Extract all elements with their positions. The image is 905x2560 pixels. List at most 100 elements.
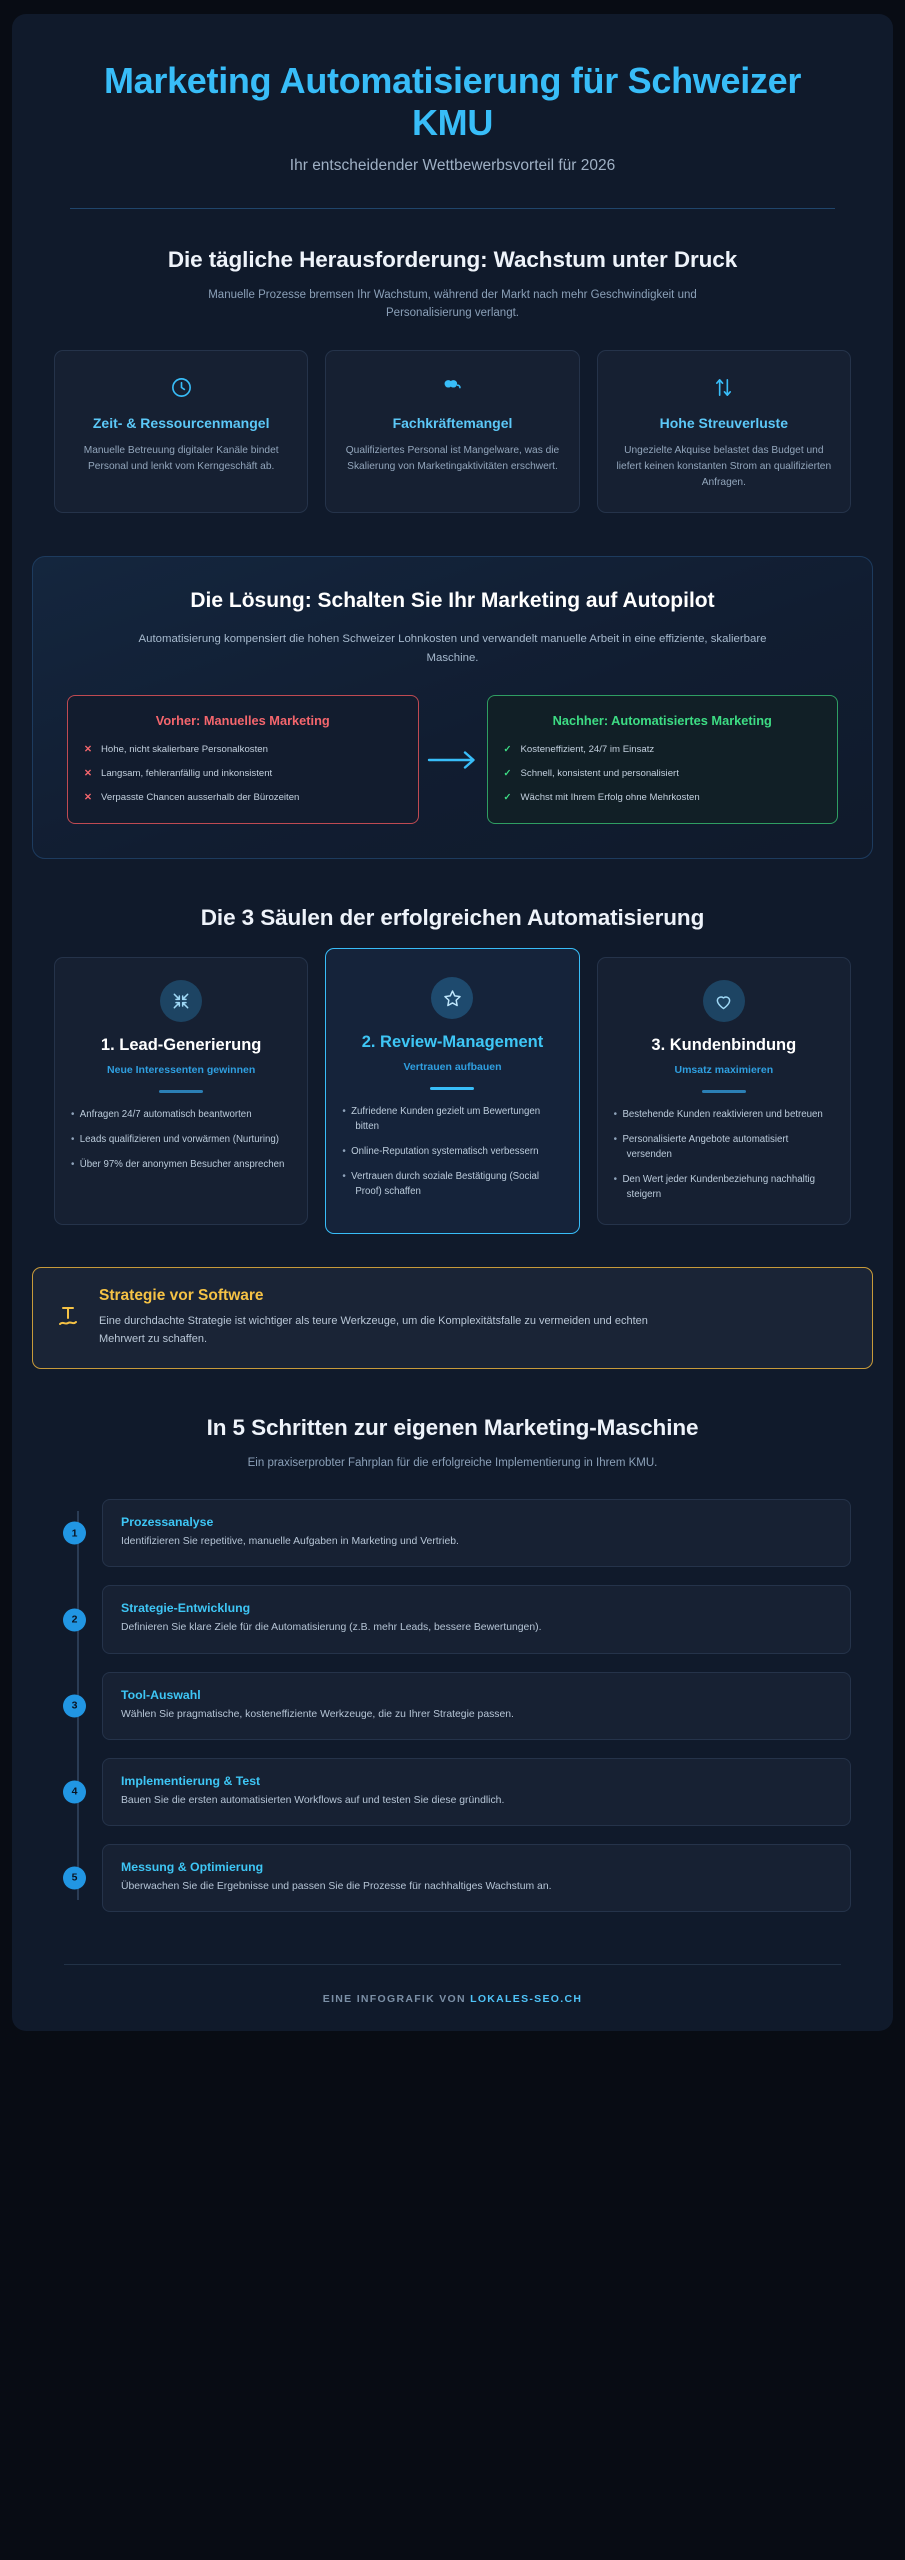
list-item: ✕ Hohe, nicht skalierbare Personalkosten xyxy=(84,743,402,758)
step-item: 5 Messung & Optimierung Überwachen Sie d… xyxy=(63,1843,851,1912)
list-item-label: Über 97% der anonymen Besucher anspreche… xyxy=(79,1159,285,1171)
steps-header: In 5 Schritten zur eigenen Marketing-Mas… xyxy=(12,1415,893,1473)
callout-text: Eine durchdachte Strategie ist wichtiger… xyxy=(99,1315,648,1346)
step-item: 2 Strategie-Entwicklung Definieren Sie k… xyxy=(63,1585,851,1654)
list-item: • Bestehende Kunden reaktivieren und bet… xyxy=(614,1107,834,1122)
step-title: Prozessanalyse xyxy=(121,1515,214,1530)
list-item-label: Zufriedene Kunden gezielt um Bewertungen… xyxy=(351,1105,541,1132)
step-text: Bauen Sie die ersten automatisierten Wor… xyxy=(121,1794,505,1806)
check-icon: ✓ xyxy=(503,791,512,803)
pillar-bullet-list: • Anfragen 24/7 automatisch beantworten … xyxy=(71,1107,291,1172)
bullet-dot-icon: • xyxy=(71,1133,80,1145)
bullet-dot-icon: • xyxy=(342,1105,352,1117)
pillars-heading: Die 3 Säulen der erfolgreichen Automatis… xyxy=(200,905,705,931)
challenge-card-text: Qualifiziertes Personal ist Mangelware, … xyxy=(345,444,560,472)
arrow-right-icon xyxy=(419,749,487,771)
cross-icon: ✕ xyxy=(84,743,92,755)
list-item: ✓ Schnell, konsistent und personalisiert xyxy=(504,767,822,782)
solution-heading: Die Lösung: Schalten Sie Ihr Marketing a… xyxy=(190,588,715,612)
callout-title: Strategie vor Software xyxy=(99,1287,264,1305)
list-item: • Den Wert jeder Kundenbeziehung nachhal… xyxy=(614,1172,834,1202)
list-item-label: Vertrauen durch soziale Bestätigung (Soc… xyxy=(351,1171,540,1198)
list-item: • Zufriedene Kunden gezielt um Bewertung… xyxy=(342,1104,562,1134)
pillar-tagline: Vertrauen aufbauen xyxy=(403,1061,502,1074)
pillars-header: Die 3 Säulen der erfolgreichen Automatis… xyxy=(54,905,851,931)
list-item: ✓ Kosteneffizient, 24/7 im Einsatz xyxy=(504,743,822,758)
bullet-dot-icon: • xyxy=(342,1171,352,1183)
steps-section: In 5 Schritten zur eigenen Marketing-Mas… xyxy=(12,1415,893,1912)
before-after-comparison: Vorher: Manuelles Marketing ✕ Hohe, nich… xyxy=(67,694,838,825)
list-item-label: Leads qualifizieren und vorwärmen (Nurtu… xyxy=(79,1133,280,1145)
step-text: Wählen Sie pragmatische, kosteneffizient… xyxy=(121,1708,514,1720)
steps-intro: Ein praxiserprobter Fahrplan für die erf… xyxy=(247,1457,658,1470)
heart-icon xyxy=(702,980,745,1023)
list-item-label: Kosteneffizient, 24/7 im Einsatz xyxy=(520,743,655,755)
step-title: Messung & Optimierung xyxy=(121,1859,264,1874)
list-item-label: Online-Reputation systematisch verbesser… xyxy=(351,1146,539,1158)
step-text: Definieren Sie klare Ziele für die Autom… xyxy=(121,1622,542,1634)
step-number-badge: 1 xyxy=(63,1521,86,1545)
step-item: 3 Tool-Auswahl Wählen Sie pragmatische, … xyxy=(63,1671,851,1740)
hero-section: Marketing Automatisierung für Schweizer … xyxy=(12,14,893,209)
challenge-card-grid: Zeit- & Ressourcenmangel Manuelle Betreu… xyxy=(54,350,851,513)
list-item-label: Hohe, nicht skalierbare Personalkosten xyxy=(101,743,268,755)
list-item: • Anfragen 24/7 automatisch beantworten xyxy=(71,1107,291,1122)
challenge-card-title: Zeit- & Ressourcenmangel xyxy=(92,415,270,432)
pillar-card-review-management: 2. Review-Management Vertrauen aufbauen … xyxy=(325,948,580,1235)
bullet-dot-icon: • xyxy=(613,1174,623,1186)
challenge-card-text: Ungezielte Akquise belastet das Budget u… xyxy=(616,444,832,489)
pillar-card-lead-generierung: 1. Lead-Generierung Neue Interessenten g… xyxy=(54,957,309,1226)
solution-section: Die Lösung: Schalten Sie Ihr Marketing a… xyxy=(32,555,873,860)
magnet-arrows-icon xyxy=(160,980,203,1023)
challenge-intro: Manuelle Prozesse bremsen Ihr Wachstum, … xyxy=(208,288,697,320)
before-list: ✕ Hohe, nicht skalierbare Personalkosten… xyxy=(84,743,402,806)
infographic-sheet: Marketing Automatisierung für Schweizer … xyxy=(12,14,893,2031)
arrows-up-down-icon xyxy=(613,372,835,402)
footer-divider xyxy=(64,1963,841,1965)
clock-icon xyxy=(70,372,292,402)
bullet-dot-icon: • xyxy=(613,1133,623,1145)
users-icon xyxy=(341,372,563,402)
page-subtitle: Ihr entscheidender Wettbewerbsvorteil fü… xyxy=(289,156,616,174)
pillars-section: Die 3 Säulen der erfolgreichen Automatis… xyxy=(12,905,893,1235)
pillar-bullet-list: • Bestehende Kunden reaktivieren und bet… xyxy=(614,1107,834,1202)
step-number-badge: 5 xyxy=(63,1866,86,1890)
pillar-divider xyxy=(701,1090,746,1093)
pillar-title: 3. Kundenbindung xyxy=(651,1036,797,1055)
footer-brand-link[interactable]: LOKALES-SEO.CH xyxy=(470,1992,583,2005)
challenge-card: Zeit- & Ressourcenmangel Manuelle Betreu… xyxy=(54,350,309,513)
bullet-dot-icon: • xyxy=(342,1146,352,1158)
pillar-divider xyxy=(159,1090,204,1093)
pillar-tagline: Umsatz maximieren xyxy=(674,1064,774,1077)
bullet-dot-icon: • xyxy=(613,1108,623,1120)
hero-divider xyxy=(70,207,835,209)
pillar-bullet-list: • Zufriedene Kunden gezielt um Bewertung… xyxy=(342,1104,562,1199)
list-item-label: Bestehende Kunden reaktivieren und betre… xyxy=(622,1108,823,1120)
pillar-tagline: Neue Interessenten gewinnen xyxy=(107,1064,256,1077)
list-item: • Personalisierte Angebote automatisiert… xyxy=(614,1132,834,1162)
step-number-badge: 4 xyxy=(63,1780,86,1804)
list-item-label: Schnell, konsistent und personalisiert xyxy=(520,767,679,779)
list-item-label: Den Wert jeder Kundenbeziehung nachhalti… xyxy=(622,1174,816,1201)
cross-icon: ✕ xyxy=(84,767,92,779)
step-title: Implementierung & Test xyxy=(121,1773,261,1788)
pillar-card-kundenbindung: 3. Kundenbindung Umsatz maximieren • Bes… xyxy=(596,957,851,1226)
step-title: Strategie-Entwicklung xyxy=(121,1601,251,1616)
strategy-callout: Strategie vor Software Eine durchdachte … xyxy=(32,1267,873,1370)
step-text: Identifizieren Sie repetitive, manuelle … xyxy=(121,1536,459,1548)
page-title: Marketing Automatisierung für Schweizer … xyxy=(103,60,802,143)
steps-heading: In 5 Schritten zur eigenen Marketing-Mas… xyxy=(206,1415,699,1441)
after-box: Nachher: Automatisiertes Marketing ✓ Kos… xyxy=(486,694,838,825)
list-item: ✕ Verpasste Chancen ausserhalb der Büroz… xyxy=(84,791,402,806)
challenge-section: Die tägliche Herausforderung: Wachstum u… xyxy=(12,247,893,513)
cross-icon: ✕ xyxy=(84,791,92,803)
footer-prefix: EINE INFOGRAFIK VON xyxy=(322,1992,471,2005)
list-item: • Über 97% der anonymen Besucher ansprec… xyxy=(71,1157,291,1172)
before-box: Vorher: Manuelles Marketing ✕ Hohe, nich… xyxy=(67,694,419,825)
list-item: ✓ Wächst mit Ihrem Erfolg ohne Mehrkoste… xyxy=(504,791,822,806)
list-item-label: Wächst mit Ihrem Erfolg ohne Mehrkosten xyxy=(520,791,700,803)
list-item-label: Langsam, fehleranfällig und inkonsistent xyxy=(101,767,273,779)
challenge-card: Hohe Streuverluste Ungezielte Akquise be… xyxy=(596,350,851,513)
list-item: • Online-Reputation systematisch verbess… xyxy=(342,1144,562,1159)
list-item-label: Anfragen 24/7 automatisch beantworten xyxy=(79,1108,252,1120)
